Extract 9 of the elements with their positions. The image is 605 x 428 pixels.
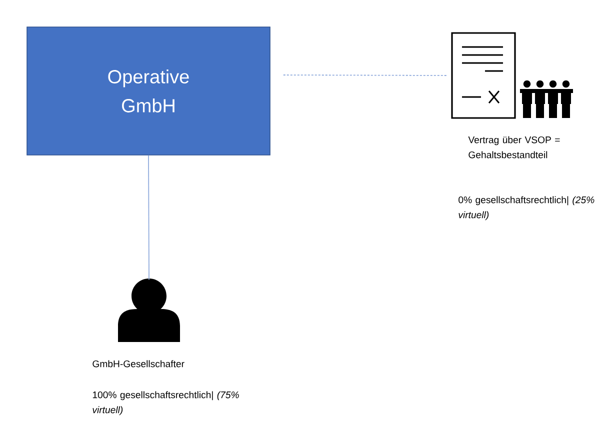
- connector-line: [282, 74, 448, 76]
- contract-drawing: [451, 32, 516, 119]
- connector-line: [148, 154, 150, 280]
- caption-text: 0% gesellschaftsrechtlich| (25% virtuell): [458, 196, 594, 220]
- person-icon: [118, 278, 180, 342]
- caption-text: 100% gesellschaftsrechtlich| (75% virtuell): [92, 391, 239, 416]
- caption-text: Vertrag über VSOP = Gehaltsbestandteil: [468, 136, 560, 158]
- company-box: Operative GmbH: [26, 26, 270, 156]
- caption-text: GmbH-Gesellschafter: [92, 360, 184, 368]
